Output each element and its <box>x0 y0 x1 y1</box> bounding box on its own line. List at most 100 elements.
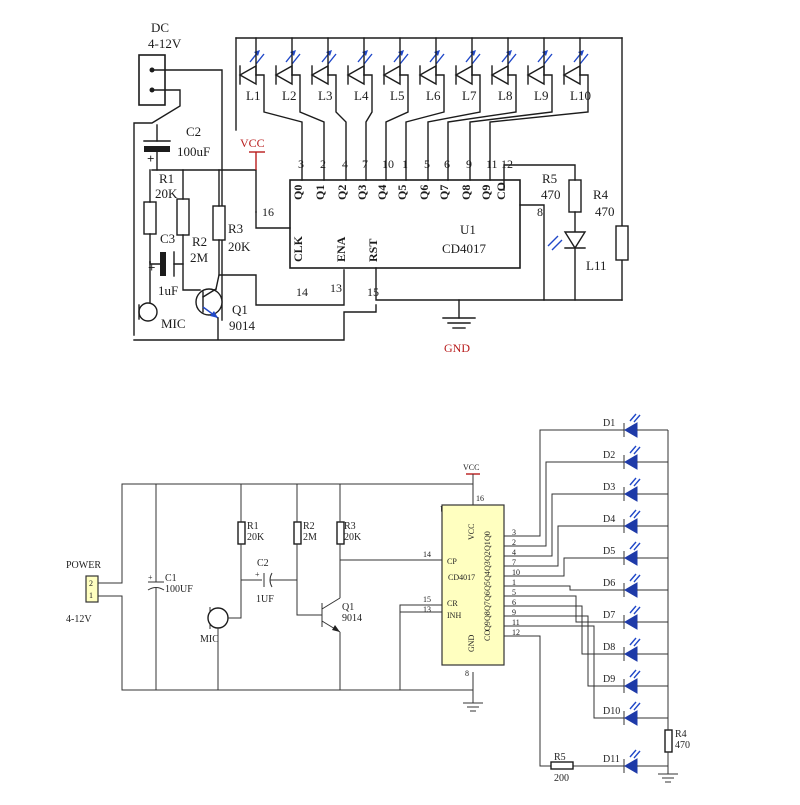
b-diode-label: D6 <box>603 578 615 589</box>
b-diode <box>624 614 638 630</box>
u1-output-pin-number: 6 <box>444 157 450 171</box>
b-r1-body <box>237 521 246 545</box>
led-diode <box>454 64 473 86</box>
r2-name: R2 <box>192 234 207 249</box>
led-cathode-wire <box>405 74 445 181</box>
u1-output-pin-number: 7 <box>362 157 368 171</box>
b-chip-output-label: Q4 <box>483 571 492 581</box>
b-pin16: 16 <box>476 494 484 503</box>
wire-ground-loop <box>133 304 377 341</box>
b-diode-label: D3 <box>603 482 615 493</box>
led-diode <box>418 64 437 86</box>
b-r3-value: 20K <box>344 532 362 543</box>
b-output-wire <box>504 585 625 591</box>
led-cathode-wire <box>469 74 553 181</box>
top-schematic: DC 4-12V C2 100uF + VCC R1 20K R2 2M <box>133 20 629 355</box>
u1-output-label: Q7 <box>437 185 451 200</box>
wire-dc-minus <box>133 89 181 336</box>
led-cathode-wire <box>255 74 303 181</box>
r5-value: 470 <box>541 187 561 202</box>
pin-clk-label: CLK <box>291 235 305 262</box>
b-diode-label: D8 <box>603 642 615 653</box>
pin-ena-label: ENA <box>334 236 348 262</box>
u1-output-pin-number: 2 <box>320 157 326 171</box>
b-output-pin-number: 12 <box>512 628 520 637</box>
led-cathode-wire <box>427 74 481 181</box>
rail-gnd <box>98 595 474 691</box>
led-cathode-wire <box>385 74 409 181</box>
led-cathode-wire <box>291 74 325 181</box>
led-diode <box>526 64 545 86</box>
b-diode-light-icon <box>629 445 641 455</box>
b-output-wire <box>504 625 625 719</box>
rail-vcc <box>98 483 474 584</box>
b-diode <box>624 486 638 502</box>
b-pin13: 13 <box>423 605 431 614</box>
b-output-pin-number: 9 <box>512 608 516 617</box>
b-output-wire <box>504 557 625 577</box>
b-pin15: 15 <box>423 595 431 604</box>
b-chip-output-label: Q5 <box>483 581 492 591</box>
pin-rst-label: RST <box>366 239 380 262</box>
u1-output-label: Q1 <box>313 185 327 200</box>
led-diode <box>382 64 401 86</box>
b-r2-name: R2 <box>303 521 315 532</box>
pin15-label: 15 <box>367 285 379 299</box>
b-r1-value: 20K <box>247 532 265 543</box>
wire-r2 <box>182 169 201 291</box>
c1-name: C1 <box>165 573 177 584</box>
b-c2-name: C2 <box>257 558 269 569</box>
b-output-wire <box>504 605 625 655</box>
gnd-label: GND <box>444 341 470 355</box>
b-r1-name: R1 <box>247 521 259 532</box>
b-chip-output-label: Q8 <box>483 611 492 621</box>
u1-output-label: Q0 <box>291 185 305 200</box>
conn-pin-1: 1 <box>89 591 93 600</box>
b-diode <box>624 646 638 662</box>
u1-output-pin-number: 3 <box>298 157 304 171</box>
b-inh: INH <box>447 611 461 620</box>
dc-label: DC <box>151 20 169 35</box>
led-label: L8 <box>498 88 512 103</box>
led-diode <box>562 64 581 86</box>
mic-label: MIC <box>161 316 186 331</box>
b-r5-value: 200 <box>554 773 569 784</box>
b-diode-light-icon <box>629 637 641 647</box>
b-r2-value: 2M <box>303 532 317 543</box>
b-diode-light-icon <box>629 477 641 487</box>
vcc-label: VCC <box>240 136 265 150</box>
led-diode <box>346 64 365 86</box>
u1-output-label: Q8 <box>459 185 473 200</box>
q1-value: 9014 <box>229 318 256 333</box>
b-q1-collector <box>321 597 341 610</box>
c2-name: C2 <box>186 124 201 139</box>
q1-arrow-icon <box>210 311 218 318</box>
b-output-wire <box>504 525 625 567</box>
b-pin14: 14 <box>423 550 431 559</box>
b-output-wire <box>504 493 625 557</box>
b-chip-output-label: Q3 <box>483 561 492 571</box>
bottom-schematic: POWER 2 1 4-12V + C1 100UF R1 20K MIC C2 <box>66 413 690 784</box>
b-mic-body <box>207 607 229 629</box>
c1-plus: + <box>148 573 153 582</box>
b-diode <box>624 550 638 566</box>
led-label: L4 <box>354 88 369 103</box>
b-diode <box>624 582 638 598</box>
l11-label: L11 <box>586 258 606 273</box>
b-diode-light-icon <box>629 413 641 423</box>
mic-body <box>138 302 158 322</box>
u1-output-label: Q2 <box>335 185 349 200</box>
u1-output-pin-number: 5 <box>424 157 430 171</box>
r4-value: 470 <box>595 204 615 219</box>
l11-light-icon <box>547 235 563 251</box>
led-label: L6 <box>426 88 441 103</box>
u1-output-pin-number: 12 <box>501 157 513 171</box>
c2-plate-bottom <box>144 146 170 152</box>
q1-name: Q1 <box>232 302 248 317</box>
b-chip-output-label: CO <box>483 630 492 641</box>
b-vcc-label: VCC <box>463 463 479 472</box>
b-diode-light-icon <box>629 605 641 615</box>
b-r4-body <box>664 729 673 753</box>
r3-name: R3 <box>228 221 243 236</box>
